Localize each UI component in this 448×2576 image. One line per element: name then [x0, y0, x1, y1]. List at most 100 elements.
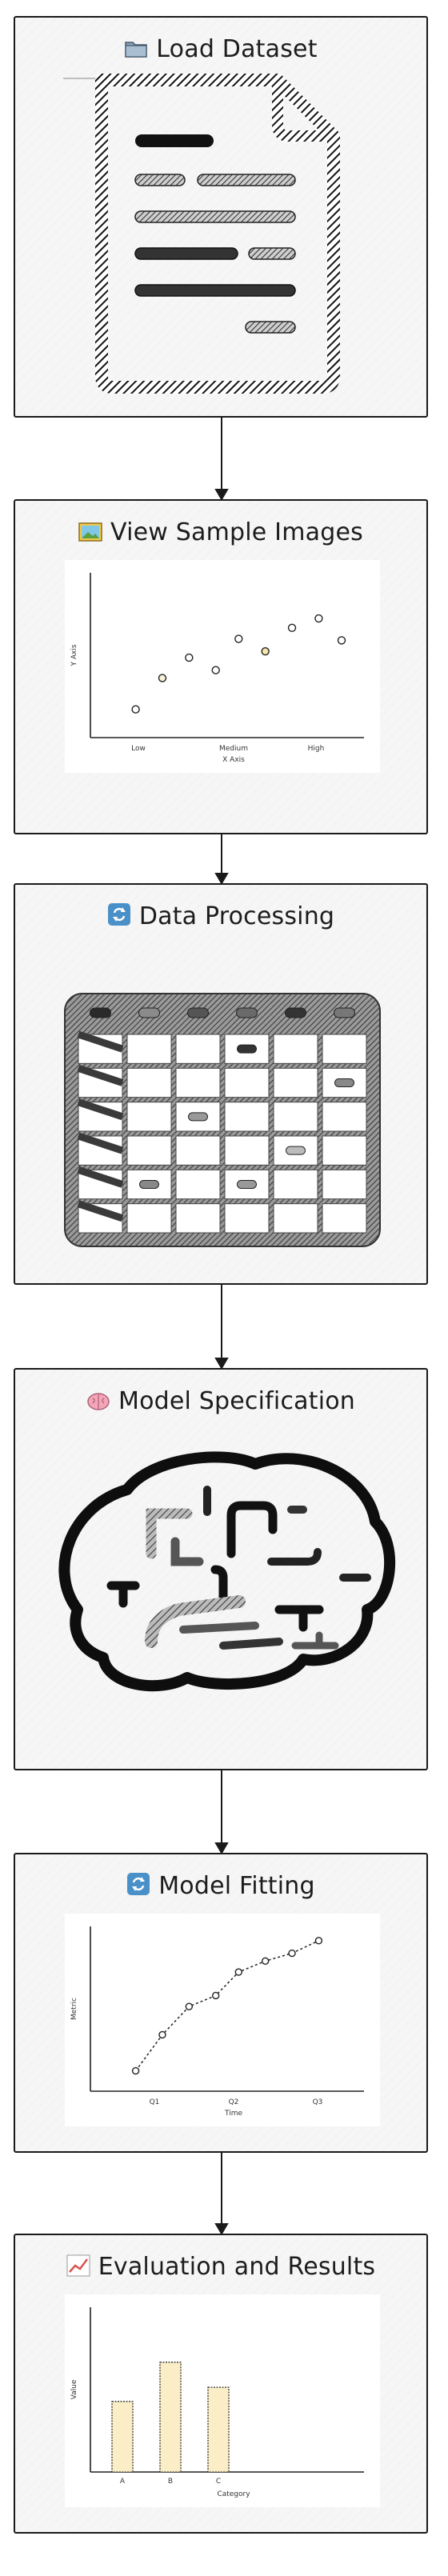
x-tick-label: Q2 — [229, 2098, 239, 2106]
step-card-data-processing: Data Processing — [14, 883, 428, 1285]
table-cell — [175, 1203, 221, 1234]
card-title-text: Data Processing — [138, 902, 335, 930]
x-tick-label: Low — [131, 745, 146, 753]
row-handle — [77, 1200, 124, 1222]
table-cell — [126, 1135, 172, 1166]
table-cell — [322, 1102, 367, 1132]
header-pill — [334, 1007, 355, 1018]
x-tick-label: High — [308, 745, 325, 753]
table-cell — [175, 1135, 221, 1166]
refresh-icon — [107, 902, 131, 933]
metric-series-line — [134, 1940, 319, 2071]
step-card-load-dataset: Load Dataset — [14, 16, 428, 418]
header-pill — [90, 1007, 111, 1018]
x-axis-label: Time — [224, 2110, 242, 2118]
table-cell — [273, 1102, 318, 1132]
table-cell — [322, 1203, 367, 1234]
row-handle — [77, 1132, 124, 1154]
row-handle — [77, 1030, 124, 1053]
table-cell — [224, 1203, 270, 1234]
table-cell — [273, 1034, 318, 1064]
table-cell — [175, 1169, 221, 1200]
line-point — [288, 1949, 296, 1958]
bar — [207, 2386, 230, 2473]
header-pill — [138, 1007, 160, 1018]
picture-icon — [78, 521, 102, 549]
cell-marker — [334, 1078, 354, 1087]
cell-marker — [237, 1044, 257, 1054]
card-title-text: Evaluation and Results — [98, 2253, 376, 2281]
scatter-point — [314, 614, 323, 623]
header-pill — [285, 1007, 306, 1018]
folder-icon — [124, 38, 148, 66]
card-title: Evaluation and Results — [15, 2253, 426, 2283]
table-cell — [224, 1102, 270, 1132]
step-card-model-specification: Model Specification — [14, 1368, 428, 1770]
x-tick-label: Medium — [219, 745, 248, 753]
x-tick-label: A — [120, 2478, 126, 2486]
card-title: View Sample Images — [15, 518, 426, 549]
line-point — [261, 1957, 270, 1966]
table-cell — [175, 1067, 221, 1098]
cell-marker — [188, 1112, 208, 1122]
table-icon — [15, 885, 430, 1286]
scatter-point — [234, 634, 243, 643]
x-tick-label: B — [168, 2478, 173, 2486]
bar — [111, 2401, 134, 2473]
line-point — [131, 2066, 140, 2075]
row-handle — [77, 1065, 124, 1086]
row-handle — [77, 1098, 124, 1121]
scatter-point — [158, 674, 167, 682]
scatter-point — [261, 646, 270, 656]
card-title-text: Model Fitting — [158, 1872, 315, 1900]
header-pill — [187, 1007, 209, 1018]
brain-icon — [86, 1390, 110, 1418]
table-cell — [273, 1203, 318, 1234]
row-handle — [77, 1166, 124, 1188]
scatter-point — [337, 636, 346, 645]
card-title: Model Specification — [15, 1387, 426, 1418]
table-cell — [126, 1169, 172, 1200]
cell-marker — [286, 1146, 306, 1155]
chart-icon — [66, 2254, 90, 2283]
line-point — [158, 2030, 166, 2039]
header-pill — [236, 1007, 258, 1018]
card-title-text: Load Dataset — [156, 35, 318, 63]
cell-marker — [237, 1180, 257, 1189]
table-cell — [126, 1203, 172, 1234]
table-cell — [273, 1169, 318, 1200]
line-point — [185, 2002, 194, 2010]
scatter-point — [287, 623, 297, 633]
cell-marker — [139, 1180, 159, 1189]
line-point — [314, 1937, 323, 1945]
table-cell — [126, 1034, 172, 1064]
x-tick-label: Q3 — [313, 2098, 323, 2106]
scatter-point — [185, 653, 194, 662]
card-title: Data Processing — [15, 902, 426, 933]
card-title: Load Dataset — [15, 35, 426, 66]
x-tick-label: Q1 — [150, 2098, 160, 2106]
x-tick-label: C — [216, 2478, 221, 2486]
x-axis-label: Category — [217, 2490, 250, 2498]
table-cell — [224, 1135, 270, 1166]
y-axis-label: Metric — [70, 1998, 78, 2020]
card-title: Model Fitting — [15, 1872, 426, 1902]
table-cell — [126, 1102, 172, 1132]
table-cell — [322, 1135, 367, 1166]
card-title-text: View Sample Images — [110, 518, 363, 546]
table-cell — [273, 1067, 318, 1098]
line-point — [211, 1991, 220, 2000]
line-point — [234, 1968, 243, 1976]
brain-illustration — [15, 1370, 430, 1772]
y-axis-label: Y Axis — [70, 644, 78, 666]
refresh-icon — [126, 1872, 150, 1902]
table-cell — [322, 1034, 367, 1064]
document-icon — [15, 18, 430, 419]
card-title-text: Model Specification — [118, 1387, 356, 1415]
